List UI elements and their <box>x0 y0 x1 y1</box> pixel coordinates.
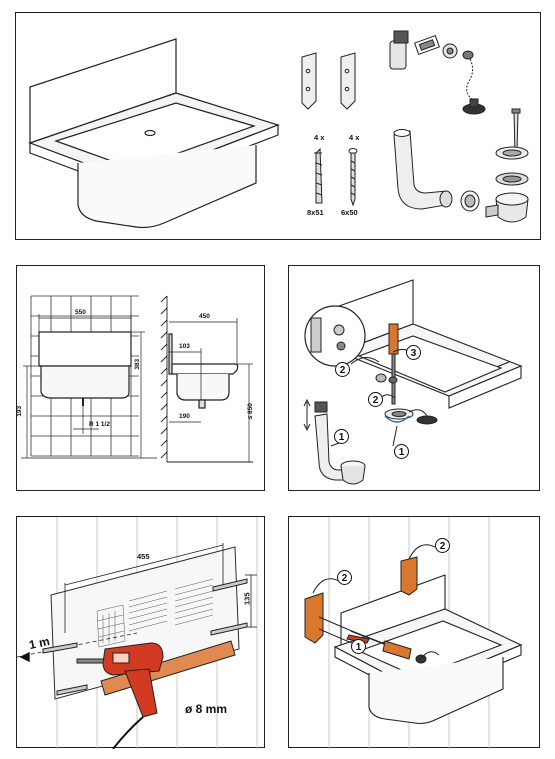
bracket-span-label: 455 <box>137 552 150 561</box>
wall-bracket-orange <box>304 556 418 644</box>
rim-height-label: 383 <box>134 358 142 370</box>
wall-section <box>160 295 253 463</box>
waste-offset-label: 190 <box>179 413 190 420</box>
wall-bracket-illustration <box>301 52 356 110</box>
parts-illustration <box>28 30 529 229</box>
step-2-badge: 2 <box>337 570 352 585</box>
drain-thread-label: R 1 1/2 <box>89 421 110 428</box>
sink-depth-label: 450 <box>199 313 210 320</box>
power-drill-illustration <box>76 642 164 749</box>
step-1-badge: 1 <box>334 429 349 444</box>
plug-and-screw-illustration <box>314 147 358 207</box>
panel-drilling: 455 135 1 m ø 8 mm <box>16 516 265 749</box>
drilling-illustration <box>17 517 258 749</box>
step-3-badge: 3 <box>406 345 421 360</box>
step-2-badge: 2 <box>335 362 350 377</box>
side-dimension-lines <box>169 318 253 462</box>
sink-illustration <box>333 574 523 725</box>
drill-size-label: ø 8 mm <box>185 702 228 716</box>
panel-waste-fitting: 1 1 2 2 3 <box>288 265 540 491</box>
mounting-illustration <box>304 517 523 749</box>
panel-mounting: 1 2 2 <box>288 516 540 749</box>
panel-parts-overview: 4 x 4 x 8x51 6x50 <box>15 12 541 240</box>
step-2-badge-second: 2 <box>368 392 383 407</box>
sink-side-view <box>168 333 239 409</box>
waste-pipe-illustration <box>303 398 366 485</box>
sink-front-view <box>38 331 132 406</box>
drain-height-label: 193 <box>16 405 24 417</box>
step-2-badge-second: 2 <box>435 538 450 553</box>
drain-parts-illustration <box>389 30 529 223</box>
sink-width-label: 550 <box>75 309 86 316</box>
front-dimension-lines <box>21 314 157 459</box>
blue-sealing-ring <box>384 415 410 423</box>
screw-size: 6x50 <box>341 208 358 217</box>
sink-illustration <box>28 38 280 229</box>
panel-dimensions: 550 193 383 R 1 1/2 450 103 190 ≤ 850 <box>16 265 265 491</box>
step-1-badge: 1 <box>351 639 366 654</box>
plug-quantity: 4 x <box>314 133 325 142</box>
drain-offset-label: 103 <box>179 343 190 350</box>
max-height-label: ≤ 850 <box>246 403 254 420</box>
bracket-height-label: 135 <box>242 592 252 606</box>
step-1-badge-second: 1 <box>394 444 409 459</box>
dimension-drawing <box>21 295 253 463</box>
plug-size: 8x51 <box>307 208 324 217</box>
waste-fitting-illustration <box>303 279 523 485</box>
screw-quantity: 4 x <box>349 133 360 142</box>
